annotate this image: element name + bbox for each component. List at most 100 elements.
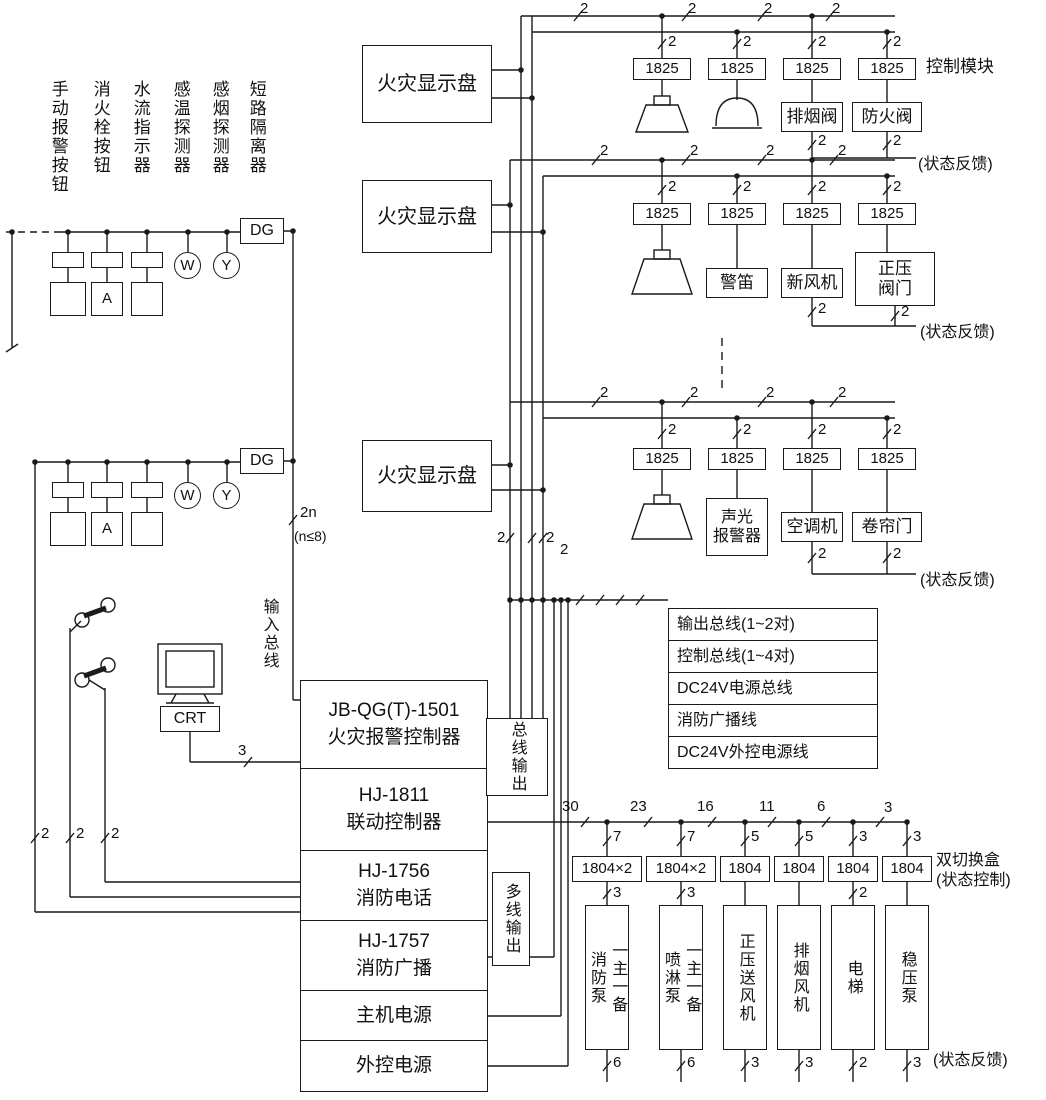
audio-visual-alarm: 声光 报警器 [706, 498, 768, 556]
fresh-air-fan: 新风机 [781, 268, 843, 298]
wire-count: 2 [41, 825, 50, 842]
elevator: 电梯 [831, 905, 875, 1050]
positive-pressure-valve: 正压 阀门 [855, 252, 935, 306]
heat-detector: W [174, 252, 201, 279]
legend-dc24v-bus: DC24V电源总线 [668, 672, 878, 705]
controller-model: HJ-1811 [358, 785, 430, 807]
wire-count: 2 [668, 421, 677, 438]
wire-count: 2 [743, 178, 752, 195]
wire-count: 3 [859, 828, 868, 845]
wire-count: 2 [893, 132, 902, 149]
controller-name: 消防电话 [355, 888, 432, 909]
fire-damper: 防火阀 [852, 102, 922, 132]
status-feedback-label: (状态反馈) [920, 572, 995, 589]
device-symbol [52, 252, 84, 268]
legend-broadcast-line: 消防广播线 [668, 704, 878, 737]
isolator-dg: DG [240, 448, 284, 474]
water-flow-box [131, 512, 163, 546]
switch-box-1804: 1804 [828, 856, 878, 882]
wire-count: 2 [893, 178, 902, 195]
fire-broadcast: HJ-1757 消防广播 [300, 920, 488, 992]
external-power: 外控电源 [300, 1040, 488, 1092]
module-1825: 1825 [858, 448, 916, 470]
status-feedback-label: (状态反馈) [920, 324, 995, 341]
sensor-label-smoke: 感烟探测器 [209, 80, 229, 175]
speaker-icon [631, 494, 693, 540]
status-feedback-label: (状态反馈) [933, 1052, 1008, 1069]
wire-count: 3 [238, 742, 247, 759]
wire-count: 2 [688, 0, 697, 17]
telephone-handset-icon [74, 657, 116, 688]
equipment-name: 电梯 [844, 959, 862, 996]
heat-detector: W [174, 482, 201, 509]
rolling-shutter-door: 卷帘门 [852, 512, 922, 542]
wire-count: 3 [913, 828, 922, 845]
telephone-handset-icon [74, 597, 116, 628]
wire-count: 2 [690, 142, 699, 159]
hydrant-button-box: A [91, 512, 123, 546]
fire-display-panel: 火灾显示盘 [362, 45, 492, 123]
module-1825: 1825 [858, 58, 916, 80]
wire-count: 6 [687, 1054, 696, 1071]
wire-count: 2 [818, 178, 827, 195]
wire-count: 5 [805, 828, 814, 845]
fire-display-panel: 火灾显示盘 [362, 440, 492, 512]
equipment-name: 消防泵 [588, 950, 605, 1005]
wire-count: 7 [687, 828, 696, 845]
wire-count: 2 [743, 421, 752, 438]
junction-dots [9, 13, 910, 825]
equipment-name: 排烟风机 [790, 941, 808, 1014]
equipment-name: 稳压泵 [898, 950, 916, 1005]
wire-count-slashes [30, 10, 912, 1072]
fire-display-panel: 火灾显示盘 [362, 180, 492, 253]
wire-count: 3 [913, 1054, 922, 1071]
wire-count: 2 [668, 33, 677, 50]
device-symbol [131, 482, 163, 498]
control-module-label: 控制模块 [926, 57, 994, 76]
wire-count: 5 [751, 828, 760, 845]
fire-bell-icon [715, 97, 759, 127]
module-1825: 1825 [783, 448, 841, 470]
wire-count: 11 [759, 798, 775, 815]
smoke-detector: Y [213, 252, 240, 279]
sprinkler-pump: 喷淋泵 一主一备 [659, 905, 703, 1050]
loop-count-note: (n≤8) [294, 528, 327, 544]
switch-box-1804: 1804 [774, 856, 824, 882]
bus-output-label: 总线输出 [486, 718, 548, 796]
legend-control-bus: 控制总线(1~4对) [668, 640, 878, 673]
wire-count: 2 [766, 142, 775, 159]
fire-alarm-controller: JB-QG(T)-1501 火灾报警控制器 [300, 680, 488, 770]
status-feedback-label: (状态反馈) [918, 156, 993, 173]
controller-name: 联动控制器 [346, 812, 442, 833]
wire-count: 3 [805, 1054, 814, 1071]
status-control-label: (状态控制) [936, 872, 1011, 889]
pressure-stabilizing-pump: 稳压泵 [885, 905, 929, 1050]
wire-count: 23 [630, 798, 647, 815]
input-bus-label: 输入总线 [260, 598, 278, 670]
loop-count-note: 2n [300, 504, 317, 521]
wire-count: 2 [76, 825, 85, 842]
wire-count: 2 [690, 384, 699, 401]
module-1825: 1825 [783, 203, 841, 225]
wire-count: 7 [613, 828, 622, 845]
switch-box-1804x2: 1804×2 [646, 856, 716, 882]
legend-dc24v-ext-line: DC24V外控电源线 [668, 736, 878, 769]
wire-count: 2 [893, 33, 902, 50]
water-flow-box [131, 282, 163, 316]
wire-count: 2 [832, 0, 841, 17]
controller-model: 外控电源 [355, 1054, 432, 1076]
wire-count: 2 [893, 545, 902, 562]
switch-box-1804x2: 1804×2 [572, 856, 642, 882]
module-1825: 1825 [633, 448, 691, 470]
wire-count: 3 [613, 884, 622, 901]
controller-model: HJ-1756 [358, 861, 430, 883]
air-conditioner: 空调机 [781, 512, 843, 542]
wire-count: 2 [668, 178, 677, 195]
module-1825: 1825 [633, 58, 691, 80]
device-symbol [91, 482, 123, 498]
device-symbol [131, 252, 163, 268]
switch-box-1804: 1804 [882, 856, 932, 882]
manual-call-point-box [50, 282, 86, 316]
controller-model: 主机电源 [355, 1004, 432, 1026]
